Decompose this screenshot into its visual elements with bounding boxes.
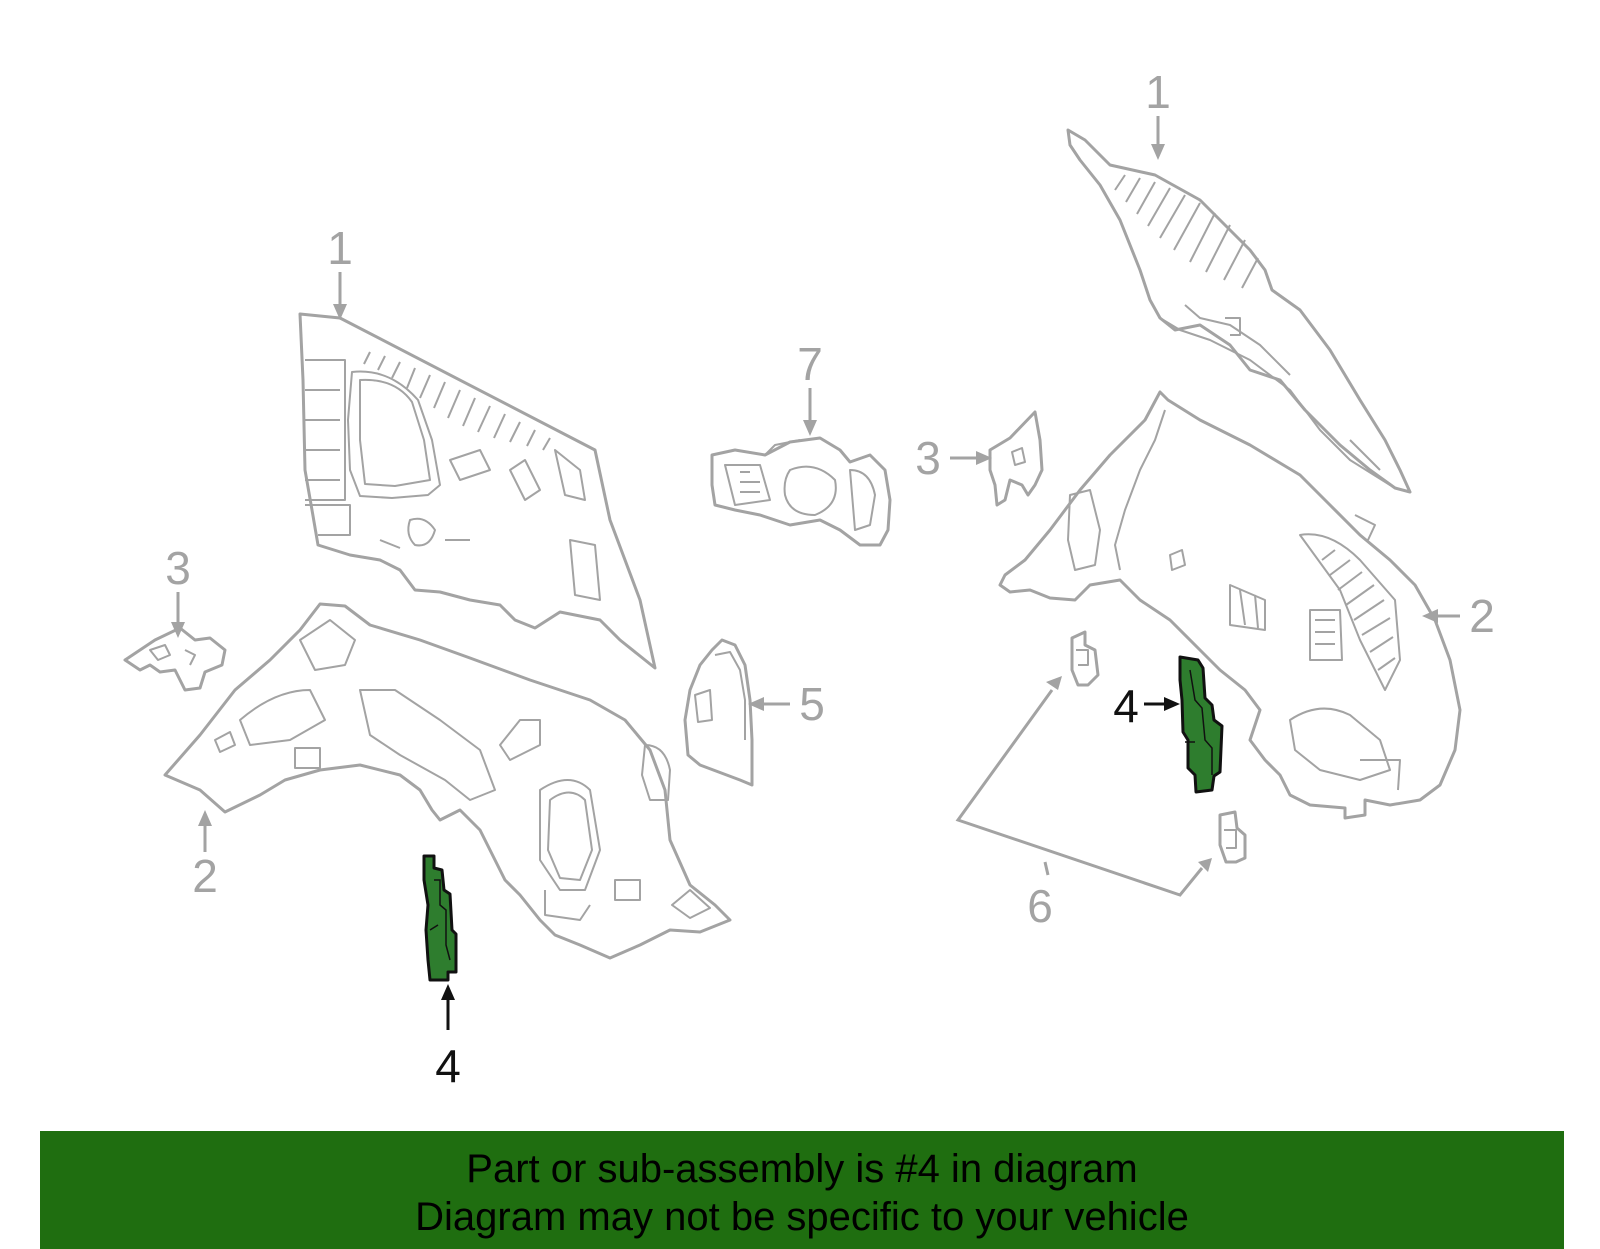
right-clip-lower-part-6 — [1218, 810, 1247, 864]
right-clip-upper-part-6 — [1070, 630, 1100, 687]
svg-text:4: 4 — [435, 1040, 461, 1092]
info-banner: Part or sub-assembly is #4 in diagram Di… — [40, 1131, 1564, 1249]
center-trim-panel-part-5 — [683, 638, 754, 787]
callout-left-4: 4 — [435, 984, 461, 1092]
callout-center-7: 7 — [797, 338, 823, 436]
right-quarter-trim-part-2 — [998, 390, 1462, 820]
left-highlighted-part-4 — [422, 854, 458, 982]
svg-text:2: 2 — [1469, 590, 1495, 642]
center-connector-part-7 — [710, 436, 892, 547]
svg-text:3: 3 — [915, 432, 941, 484]
callout-right-3: 3 — [915, 432, 992, 484]
svg-text:5: 5 — [799, 678, 825, 730]
left-upper-quarter-trim — [298, 312, 657, 670]
callout-left-1: 1 — [327, 222, 353, 320]
right-upper-trim-part-1 — [1066, 128, 1412, 494]
callout-left-3: 3 — [165, 542, 191, 638]
right-bracket-part-3 — [988, 410, 1044, 507]
callout-right-1: 1 — [1145, 66, 1171, 160]
svg-text:1: 1 — [1145, 66, 1171, 118]
svg-text:7: 7 — [797, 338, 823, 390]
svg-text:6: 6 — [1027, 880, 1053, 932]
callout-center-5: 5 — [748, 678, 825, 730]
parts-diagram: 1 3 2 4 5 7 1 3 — [123, 66, 1495, 1092]
svg-text:2: 2 — [192, 850, 218, 902]
callout-right-4: 4 — [1113, 680, 1180, 732]
callout-right-6: 6 — [955, 676, 1212, 932]
banner-line-2: Diagram may not be specific to your vehi… — [415, 1195, 1189, 1239]
banner-line-1: Part or sub-assembly is #4 in diagram — [466, 1147, 1138, 1191]
left-lower-quarter-trim — [163, 602, 732, 960]
left-bracket-part-3 — [123, 626, 227, 692]
right-highlighted-part-4 — [1178, 655, 1224, 794]
svg-text:3: 3 — [165, 542, 191, 594]
callout-right-2: 2 — [1422, 590, 1495, 642]
svg-text:1: 1 — [327, 222, 353, 274]
svg-text:4: 4 — [1113, 680, 1139, 732]
callout-left-2: 2 — [192, 810, 218, 902]
